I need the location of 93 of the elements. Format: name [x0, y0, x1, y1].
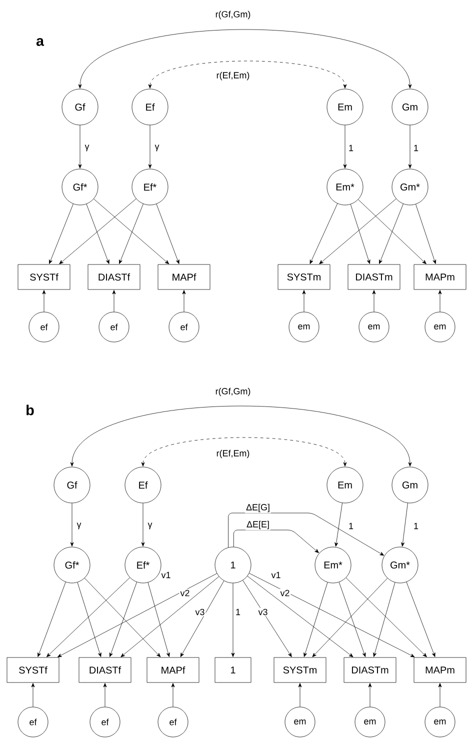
- arrow: [401, 502, 408, 547]
- variable-box: MAPf: [146, 657, 200, 683]
- arrow: [120, 576, 220, 658]
- arrow: [379, 204, 404, 264]
- arrow: [373, 582, 396, 657]
- arrow: [304, 582, 328, 657]
- arrow: [372, 290, 376, 312]
- arrow: [78, 125, 82, 168]
- variable-box: MAPm: [414, 657, 466, 683]
- variable-box: SYSTf: [6, 657, 60, 683]
- arrow: [310, 203, 338, 264]
- edge-label: γ: [146, 522, 154, 530]
- variable-box: DIASTf: [78, 657, 132, 683]
- edge-label: ΔE[G]: [245, 502, 271, 514]
- arrow: [358, 199, 426, 264]
- edge-label: v2: [279, 588, 291, 598]
- arrow: [302, 290, 306, 312]
- arrow: [70, 406, 412, 466]
- edge-label: r(Ef,Em): [215, 70, 251, 82]
- edge-label: v3: [194, 608, 206, 616]
- arrow: [141, 503, 145, 546]
- arrow: [298, 683, 302, 707]
- variable-box: SYSTf: [18, 264, 70, 290]
- variable-box: MAPm: [414, 264, 466, 290]
- arrow: [319, 198, 396, 264]
- arrow: [141, 437, 347, 466]
- edge-label: r(Ef,Em): [215, 448, 251, 460]
- arrow: [84, 578, 161, 658]
- arrow: [148, 125, 152, 168]
- arrow: [334, 502, 342, 547]
- edge-label: 1: [234, 608, 242, 616]
- arrow: [31, 683, 35, 707]
- arrow: [103, 683, 107, 707]
- arrow: [57, 573, 218, 658]
- edge-label: v1: [160, 570, 172, 580]
- arrow: [249, 573, 415, 658]
- arrow: [368, 683, 372, 707]
- arrow: [119, 204, 144, 264]
- arrow: [171, 683, 175, 707]
- arrow: [338, 582, 366, 657]
- arrow: [247, 576, 354, 658]
- arrow: [112, 290, 116, 312]
- arrow: [49, 204, 74, 264]
- panel-letter: a: [36, 38, 44, 46]
- edge-label: 1: [348, 144, 354, 152]
- arrow: [408, 125, 412, 168]
- arrow: [182, 290, 186, 312]
- edge-label: v1: [270, 570, 282, 580]
- arrow: [180, 580, 224, 658]
- variable-box: SYSTm: [278, 264, 330, 290]
- edge-label: γ: [76, 522, 82, 530]
- arrow: [156, 204, 180, 264]
- variable-box: DIASTf: [88, 264, 140, 290]
- arrow: [233, 530, 319, 554]
- edge-label: γ: [84, 144, 90, 152]
- arrow: [59, 198, 136, 264]
- arrow: [94, 198, 170, 264]
- edge-label: ΔE[E]: [246, 520, 270, 530]
- arrow: [148, 582, 170, 657]
- arrow: [350, 204, 370, 264]
- edge-label: γ: [154, 144, 160, 152]
- arrow: [78, 29, 412, 88]
- arrow: [86, 204, 110, 264]
- edge-label: 1: [348, 522, 354, 530]
- arrow: [346, 578, 427, 658]
- panel-letter: b: [26, 404, 34, 416]
- arrow: [438, 683, 442, 707]
- arrow: [312, 578, 388, 658]
- arrow: [231, 583, 235, 657]
- arrow: [416, 204, 436, 264]
- arrow: [38, 582, 66, 657]
- variable-box: DIASTm: [348, 264, 400, 290]
- variable-box: MAPf: [158, 264, 210, 290]
- edge-label: 1: [412, 522, 420, 530]
- arrow: [109, 582, 137, 657]
- variable-box: DIASTm: [344, 657, 396, 683]
- arrow: [42, 290, 46, 312]
- arrow: [438, 290, 442, 312]
- edge-label: r(Gf,Gm): [214, 10, 252, 20]
- arrow: [343, 125, 347, 168]
- arrow: [148, 60, 347, 88]
- edge-label: v3: [257, 608, 269, 616]
- arrow: [228, 512, 384, 556]
- arrow: [46, 577, 130, 658]
- arrow: [77, 582, 102, 657]
- edge-label: r(Gf,Gm): [214, 386, 252, 398]
- variable-box: 1: [214, 657, 252, 683]
- arrow: [406, 582, 436, 657]
- arrow: [70, 503, 74, 546]
- arrow: [242, 580, 292, 658]
- edge-label: 1: [412, 144, 420, 152]
- variable-box: SYSTm: [274, 657, 326, 683]
- edge-label: v2: [179, 588, 191, 598]
